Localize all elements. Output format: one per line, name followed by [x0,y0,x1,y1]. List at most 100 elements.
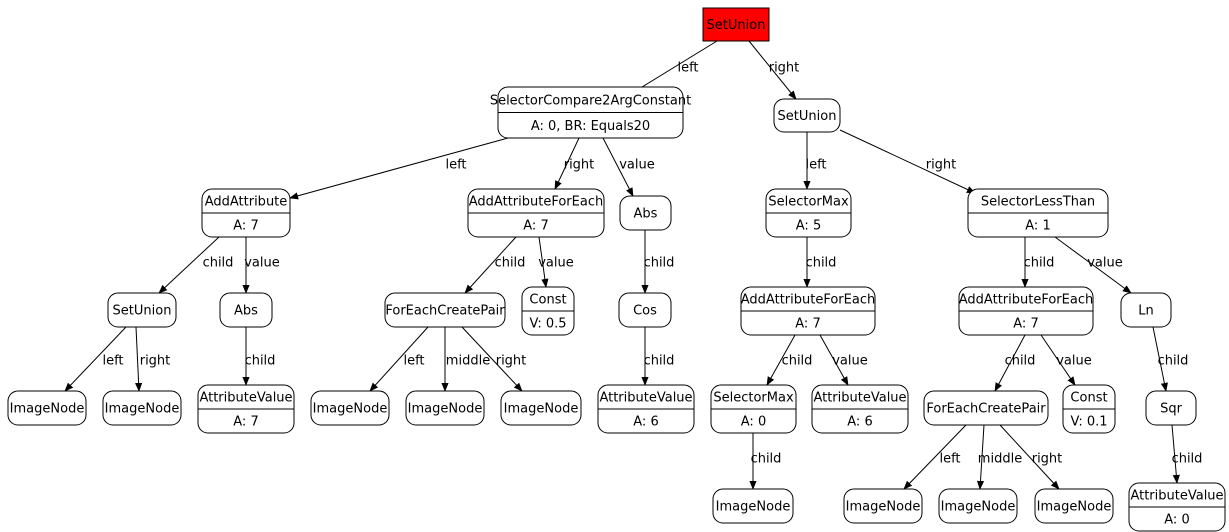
edge-label: left [805,158,826,173]
node-title: AttributeValue [1130,489,1223,504]
node-attribute: A: 6 [847,415,872,430]
edge-label: child [644,354,675,369]
node-box [219,292,273,328]
edge-n2-n7: right [839,129,976,194]
node-imagenode: ImageNode [7,390,87,426]
node-imagenode: ImageNode [310,390,390,426]
node-imagenode: ImageNode [938,488,1018,524]
edge-arrow [1152,326,1168,392]
edge-n25-n29: left [903,424,967,490]
node-title: ForEachCreatePair [926,402,1046,417]
node-box [1120,292,1172,328]
node-cos: Cos [618,292,672,328]
node-attribute: A: 7 [1013,317,1038,332]
edge-n25-n30: middle [976,424,1022,490]
node-setunion: SetUnion [773,98,841,133]
edge-arrow [839,129,976,194]
edge-arrow [1040,334,1076,386]
node-box [843,488,923,524]
node-box [500,390,582,426]
node-attribute: A: 7 [233,219,258,234]
node-title: Ln [1138,304,1153,319]
edge-arrow [999,424,1060,490]
node-box [405,390,485,426]
edge-n6-n13: child [803,237,837,288]
node-title: ImageNode [408,402,483,417]
edge-n14-n25: child [994,334,1035,392]
node-addattribute: AddAttribute A: 7 [201,188,291,238]
edge-n1-n3: left [289,137,509,200]
edge-label: right [926,158,957,173]
node-title: SelectorMax [768,195,849,210]
node-title: ImageNode [716,500,791,515]
node-title: SelectorLessThan [981,195,1095,210]
node-title: ImageNode [105,402,180,417]
edge-n13-n23: child [766,334,812,386]
node-box [1034,488,1114,524]
edge-n4-n10: child [464,236,526,294]
edge-arrow [158,236,220,294]
node-attribute: V: 0.1 [1070,415,1107,430]
edge-label: left [445,158,466,173]
edge-n7-n14: child [1021,237,1055,288]
node-selectormax: SelectorMax A: 5 [765,188,852,238]
node-foreachcreatepair: ForEachCreatePair [923,390,1049,426]
edge-n23-n28: child [749,433,781,490]
edge-arrow [461,326,523,392]
edge-n13-n24: value [819,334,868,386]
node-title: AttributeValue [813,391,906,406]
edge-label: child [1024,256,1055,271]
edge-label: child [495,256,526,271]
node-title: AttributeValue [199,391,292,406]
edge-label: child [245,354,276,369]
edge-n1-n5: value [602,137,655,197]
edge-n8-n16: left [64,326,127,392]
edge-n10-n19: left [369,326,429,392]
node-title: SelectorCompare2ArgConstant [490,93,691,108]
edge-label: child [806,256,837,271]
node-box [1145,390,1197,426]
edge-n14-n26: value [1040,334,1092,386]
node-box [7,390,87,426]
node-imagenode: ImageNode [1034,488,1114,524]
edge-label: value [244,256,280,271]
root-node-box [702,7,770,42]
edge-label: value [1087,256,1123,271]
edge-label: child [1158,354,1189,369]
node-attribute: A: 5 [796,219,821,234]
edge-n1-n4: right [554,137,594,190]
edge-label: child [644,256,675,271]
node-imagenode: ImageNode [405,390,485,426]
node-box [712,488,794,524]
node-abs: Abs [619,195,672,231]
node-attribute: A: 6 [633,415,658,430]
edge-arrow [748,40,797,100]
node-imagenode: ImageNode [500,390,582,426]
edge-n10-n20: middle [441,327,490,392]
edge-n5-n12: child [641,230,675,294]
edge-label: value [619,158,655,173]
node-title: AddAttribute [205,195,288,210]
edge-arrow [289,137,509,200]
edge-label: value [1056,354,1092,369]
edge-n8-n17: right [135,326,170,392]
edge-arrow [135,326,143,392]
edge-n9-n18: child [242,327,276,386]
edge-n27-n32: child [1171,424,1203,484]
node-sqr: Sqr [1145,390,1197,426]
node-imagenode: ImageNode [712,488,794,524]
node-box [619,195,672,231]
edge-n0-n1: left [628,40,718,96]
edge-n12-n22: child [641,327,675,386]
node-box [384,292,506,328]
edge-label: child [1172,452,1203,467]
edge-label: middle [978,452,1022,467]
node-attribute: V: 0.5 [529,317,566,332]
node-abs: Abs [219,292,273,328]
